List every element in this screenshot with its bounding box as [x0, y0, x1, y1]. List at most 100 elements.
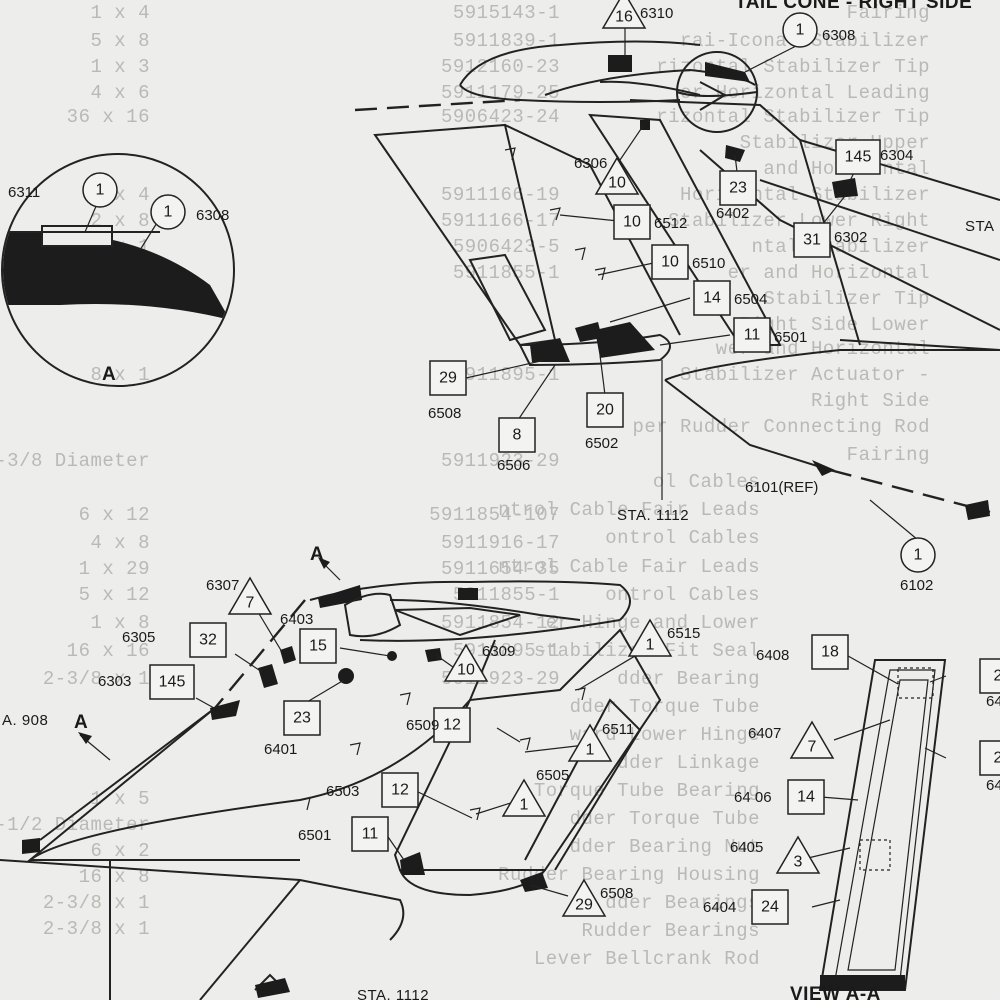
callout-number: 3: [794, 854, 803, 871]
callout-square: 14: [787, 779, 825, 815]
callout-square: 24: [751, 889, 789, 925]
background-part-number: 5906423-5: [453, 236, 560, 258]
part-callout-code: 6311: [8, 184, 40, 201]
callout-circle-marker: [782, 12, 818, 48]
background-list-text: ward Lower Hinge: [570, 724, 760, 746]
callout-triangle: 3: [775, 835, 821, 874]
background-list-text: rizontal Stabilizer Tip: [656, 106, 930, 128]
callout-square-box: [613, 204, 651, 240]
callout-square: 32: [189, 622, 227, 658]
callout-square-box: [433, 707, 471, 743]
callout-triangle: 10: [443, 643, 489, 682]
callout-square-box: [351, 816, 389, 852]
callout-circle: 1: [82, 172, 118, 208]
callout-circle-marker: [900, 537, 936, 573]
callout-number: 8: [513, 427, 522, 444]
part-callout-code: 6504: [734, 291, 767, 308]
callout-number: 29: [575, 897, 593, 914]
background-quantity: 3-3/8 Diameter: [0, 450, 150, 472]
callout-number: 1: [520, 797, 529, 814]
callout-square-box: [283, 700, 321, 736]
background-part-number: 5911179-25: [441, 82, 560, 104]
background-quantity: 16 x 16: [67, 640, 150, 662]
background-quantity: 1 x 5: [90, 788, 150, 810]
callout-square-box: [498, 417, 536, 453]
background-part-number: 5911855-1: [453, 262, 560, 284]
callout-square: 11: [733, 317, 771, 353]
callout-triangle: 1: [567, 723, 613, 762]
callout-number: 10: [608, 175, 626, 192]
callout-circle: 1: [900, 537, 936, 573]
part-callout-code: 6308: [196, 207, 229, 224]
callout-number: 14: [797, 789, 815, 806]
callout-number: 1: [914, 547, 923, 564]
callout-square-box: [751, 889, 789, 925]
background-part-number: 5911166-19: [441, 184, 560, 206]
callout-number: 2: [994, 668, 1000, 685]
part-callout-code: 6508: [428, 405, 461, 422]
callout-number: 11: [744, 327, 761, 344]
background-list-text: Right Side: [811, 390, 930, 412]
background-list-text: Fairing: [847, 444, 930, 466]
station-label-left-cut: A. 908: [2, 712, 48, 729]
background-list-text: Lever Bellcrank Rod: [534, 948, 760, 970]
callout-square: 2: [979, 740, 1000, 776]
detail-a-letter: A: [102, 364, 116, 385]
part-callout-code: 6506: [497, 457, 530, 474]
callout-number: 18: [821, 644, 839, 661]
callout-square: 29: [429, 360, 467, 396]
background-part-number: 5911654-35: [441, 558, 560, 580]
background-list-text: per Rudder Connecting Rod: [632, 416, 930, 438]
callout-square: 10: [613, 204, 651, 240]
callout-number: 14: [703, 290, 721, 307]
callout-square-box: [719, 170, 757, 206]
background-list-text: ol Cables: [653, 471, 760, 493]
callout-square: 12: [433, 707, 471, 743]
part-callout-code: 6308: [822, 27, 855, 44]
part-callout-code: 6401: [264, 741, 297, 758]
callout-number: 2: [994, 750, 1000, 767]
callout-number: 16: [615, 9, 633, 26]
part-callout-code: 6508: [600, 885, 633, 902]
background-quantity: 2-3/8 x 1: [43, 892, 150, 914]
background-list-text: dder Bearing Nut: [570, 836, 760, 858]
background-part-number: 5911854-107: [429, 504, 560, 526]
background-list-text: Stabilizer Actuator -: [680, 364, 930, 386]
background-part-number: 5915143-1: [453, 2, 560, 24]
background-quantity: 6 x 2: [90, 840, 150, 862]
background-list-text: Rudder Bearing Housing: [498, 864, 760, 886]
background-quantity: 4 x 8: [90, 532, 150, 554]
part-callout-code: 6501: [774, 329, 807, 346]
callout-triangle: 1: [627, 618, 673, 657]
part-callout-code: 64: [986, 693, 1000, 710]
callout-square-box: [381, 772, 419, 808]
callout-circle-marker: [150, 194, 186, 230]
callout-square-box: [189, 622, 227, 658]
station-label-lower: STA. 1112: [357, 987, 429, 1000]
background-part-number: 5911916-17: [441, 532, 560, 554]
background-list-text: ontrol Cables: [605, 527, 760, 549]
callout-square: 2: [979, 658, 1000, 694]
callout-square: 11: [351, 816, 389, 852]
callout-square-box: [835, 139, 881, 175]
callout-number: 7: [246, 595, 255, 612]
background-list-text: dder Linkage: [617, 752, 760, 774]
callout-triangle-marker: [443, 643, 489, 682]
part-callout-code: 64: [986, 777, 1000, 794]
callout-square: 12: [381, 772, 419, 808]
background-part-number: 5911895-1: [453, 640, 560, 662]
part-callout-code: 6306: [574, 155, 607, 172]
background-part-number: 5906423-24: [441, 106, 560, 128]
callout-number: 20: [596, 402, 614, 419]
view-a-a-label: VIEW A-A: [790, 984, 881, 1000]
callout-number: 1: [646, 637, 655, 654]
background-quantity: 6 x 12: [79, 504, 150, 526]
callout-square: 23: [283, 700, 321, 736]
background-part-number: 5911166-17: [441, 210, 560, 232]
callout-number: 1: [586, 742, 595, 759]
arrow-a-label-lower: A: [74, 712, 88, 733]
background-quantity: 16 x 8: [79, 866, 150, 888]
callout-square-box: [429, 360, 467, 396]
callout-square: 23: [719, 170, 757, 206]
